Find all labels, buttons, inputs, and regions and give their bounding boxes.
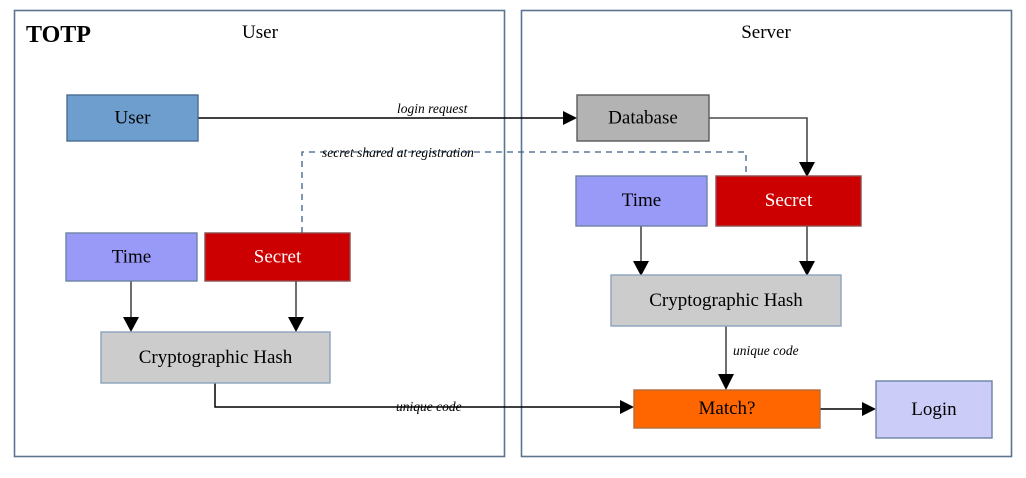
edge-match-login <box>820 402 876 416</box>
edge-user-secret-hash-arrowhead <box>288 317 304 332</box>
node-user-hash-box[interactable] <box>100 331 331 384</box>
edge-db-secret <box>709 117 815 177</box>
edge-server-unique-code-arrowhead <box>718 374 734 390</box>
edge-server-unique-code: unique code <box>718 326 799 390</box>
edge-match-login-arrowhead <box>862 402 876 416</box>
node-server-time-label: Time <box>622 190 661 211</box>
node-server-match-box[interactable] <box>633 389 821 429</box>
edge-user-unique-code-line <box>214 383 620 408</box>
edge-db-secret-arrowhead <box>799 162 815 177</box>
panel-title-user: User <box>242 22 279 43</box>
edge-user-time-hash <box>123 281 139 332</box>
edge-db-secret-line <box>709 117 808 162</box>
edge-user-secret-hash <box>288 281 304 332</box>
node-user-user-label: User <box>115 107 152 128</box>
edge-srv-secret-hash <box>799 226 815 276</box>
node-server-secret[interactable]: Secret <box>715 175 862 227</box>
node-server-secret-box[interactable] <box>715 175 862 227</box>
edge-user-unique-code-label: unique code <box>396 399 462 414</box>
node-server-hash-box[interactable] <box>610 274 842 327</box>
node-server-database-box[interactable] <box>576 94 710 142</box>
node-user-hash[interactable]: Cryptographic Hash <box>100 331 331 384</box>
node-server-database-label: Database <box>608 107 678 128</box>
node-server-match[interactable]: Match? <box>633 389 821 429</box>
node-server-hash-label: Cryptographic Hash <box>649 290 803 311</box>
edge-user-unique-code: unique code <box>214 383 634 414</box>
edge-user-unique-code-arrowhead <box>620 400 634 414</box>
edge-login-request-label: login request <box>397 101 469 116</box>
node-user-secret[interactable]: Secret <box>204 232 351 282</box>
edge-secret-shared-line <box>301 151 747 233</box>
edge-secret-shared-label: secret shared at registration <box>322 145 474 160</box>
node-user-secret-label: Secret <box>254 246 302 267</box>
node-server-time-box[interactable] <box>575 175 708 227</box>
node-server-database[interactable]: Database <box>576 94 710 142</box>
edge-srv-secret-hash-arrowhead <box>799 261 815 276</box>
edge-login-request-arrowhead <box>563 111 577 125</box>
node-user-user-box[interactable] <box>66 94 199 142</box>
edge-server-unique-code-label: unique code <box>733 343 799 358</box>
page-title: TOTP <box>26 22 91 48</box>
node-server-match-label: Match? <box>699 398 756 419</box>
edge-srv-time-hash-arrowhead <box>633 261 649 276</box>
edge-srv-time-hash <box>633 226 649 276</box>
node-server-secret-label: Secret <box>765 190 813 211</box>
node-server-hash[interactable]: Cryptographic Hash <box>610 274 842 327</box>
node-user-secret-box[interactable] <box>204 232 351 282</box>
panel-title-server: Server <box>741 22 791 43</box>
edge-secret-shared: secret shared at registration <box>301 145 747 233</box>
edge-user-time-hash-arrowhead <box>123 317 139 332</box>
node-user-hash-label: Cryptographic Hash <box>139 347 293 368</box>
node-user-time[interactable]: Time <box>65 232 198 282</box>
node-server-login-label: Login <box>911 399 957 420</box>
node-server-login-box[interactable] <box>875 380 993 439</box>
node-server-login[interactable]: Login <box>875 380 993 439</box>
node-user-user[interactable]: User <box>66 94 199 142</box>
node-user-time-box[interactable] <box>65 232 198 282</box>
node-user-time-label: Time <box>112 246 151 267</box>
edge-login-request: login request <box>198 101 577 125</box>
node-server-time[interactable]: Time <box>575 175 708 227</box>
